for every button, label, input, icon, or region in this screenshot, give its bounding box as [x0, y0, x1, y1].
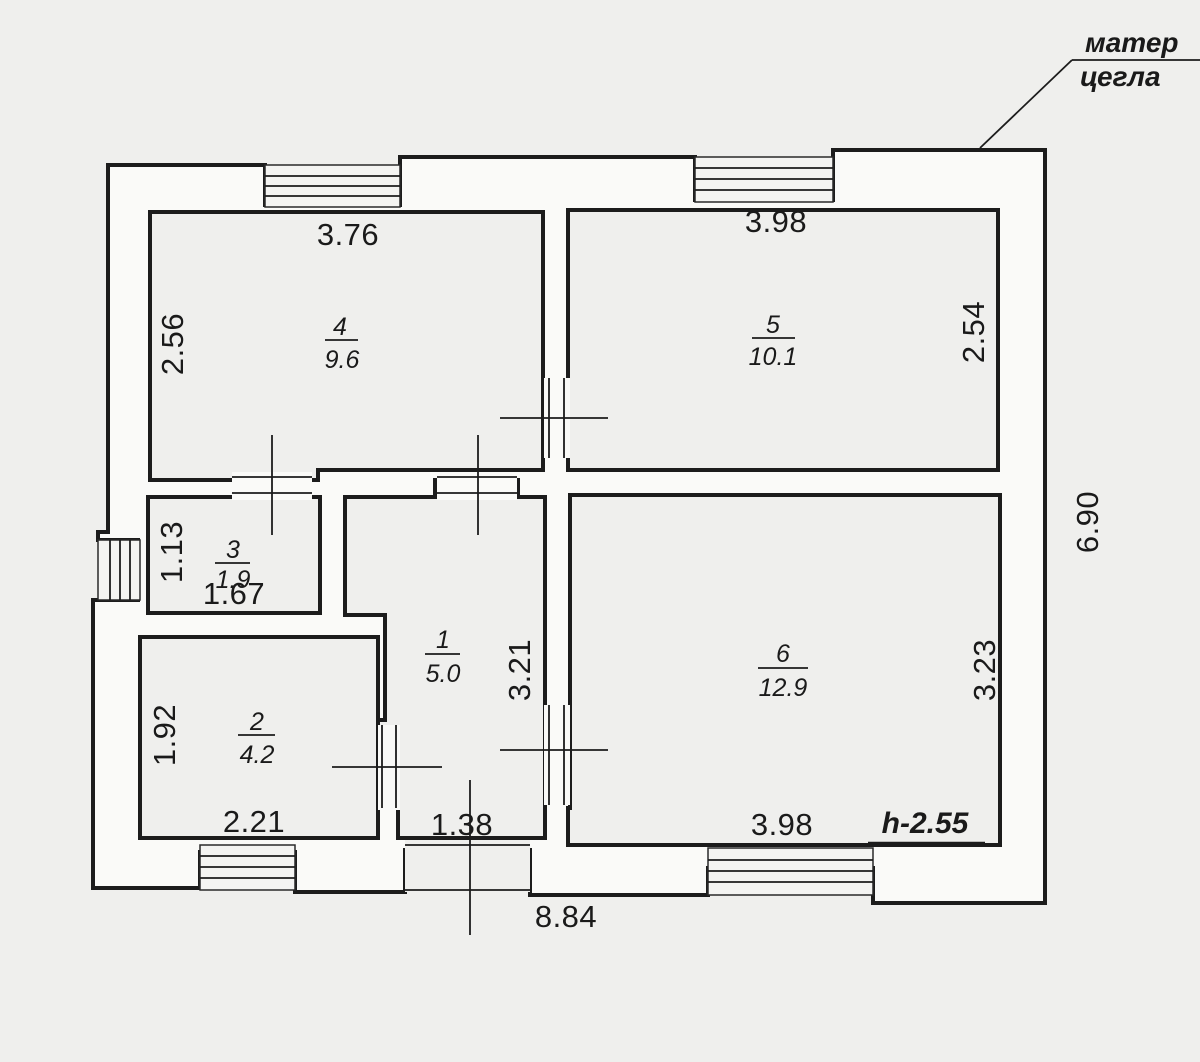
room-area: 1.9	[216, 566, 251, 594]
room-2-label: 2 4.2	[238, 708, 275, 769]
dim-room5-width: 3.98	[745, 204, 807, 239]
window-top-right	[694, 156, 834, 203]
room-number: 4	[333, 313, 347, 341]
dim-room4-height: 2.56	[155, 313, 190, 375]
room-number: 3	[226, 536, 240, 564]
ceiling-height-label: h-2.55	[868, 807, 985, 845]
dim-room6-width: 3.98	[751, 807, 813, 842]
dim-overall-width: 8.84	[535, 899, 597, 934]
room-area: 4.2	[240, 741, 275, 769]
room-number: 2	[249, 708, 264, 736]
room-number: 6	[776, 640, 790, 668]
room-1-label: 1 5.0	[425, 626, 460, 688]
room-area: 10.1	[749, 343, 798, 371]
dim-room1-height: 3.21	[502, 639, 537, 701]
window-left-room3	[97, 539, 141, 601]
dim-room6-height: 3.23	[967, 639, 1002, 701]
ceiling-height: h-2.55	[882, 807, 970, 840]
legend-line2: цегла	[1080, 61, 1161, 92]
door-gap-room6	[544, 705, 570, 805]
room-number: 1	[436, 626, 450, 654]
dim-room2-height: 1.92	[147, 704, 182, 766]
dim-room5-height: 2.54	[956, 301, 991, 363]
dim-room3-width: 1.67	[203, 576, 265, 611]
window-bottom-room6	[707, 847, 874, 896]
room-number: 5	[766, 311, 780, 339]
entrance-gap	[405, 840, 530, 892]
window-bottom-room2	[199, 844, 296, 891]
room-area: 12.9	[759, 674, 808, 702]
window-top-left	[264, 164, 401, 208]
dim-room3-height: 1.13	[154, 521, 189, 583]
room-area: 9.6	[325, 346, 360, 374]
dim-room4-width: 3.76	[317, 217, 379, 252]
room-4-label: 4 9.6	[325, 313, 360, 374]
section-lines	[271, 417, 608, 935]
dim-overall-height: 6.90	[1070, 491, 1105, 553]
material-legend: матер цегла	[979, 27, 1200, 149]
walls	[91, 148, 1047, 905]
dim-room1-width: 1.38	[431, 807, 493, 842]
room-5-label: 5 10.1	[749, 311, 798, 371]
dim-room2-width: 2.21	[223, 804, 285, 839]
room-6-label: 6 12.9	[758, 640, 808, 702]
room-3-label: 3 1.9	[215, 536, 250, 594]
room-area: 5.0	[426, 660, 461, 688]
legend-line1: матер	[1085, 27, 1179, 58]
